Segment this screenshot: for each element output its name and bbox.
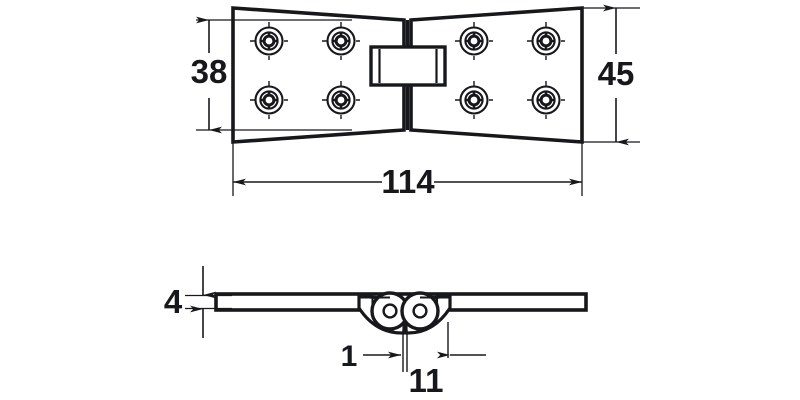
dimension-45-label: 45 bbox=[598, 55, 635, 92]
dimension-11: 11 bbox=[409, 322, 486, 399]
side-view-knuckle-assembly bbox=[357, 291, 452, 335]
pin-hole-right bbox=[412, 303, 428, 319]
pin-hole-left bbox=[382, 303, 398, 319]
top-view bbox=[231, 6, 584, 144]
dimension-4: 4 bbox=[164, 266, 232, 338]
dimension-38: 38 bbox=[191, 16, 352, 134]
dimension-1: 1 bbox=[341, 330, 408, 373]
dimension-38-label: 38 bbox=[191, 53, 228, 90]
dimension-114: 114 bbox=[232, 138, 583, 200]
dimension-45: 45 bbox=[575, 4, 640, 146]
dimension-1-label: 1 bbox=[341, 340, 358, 373]
dimension-11-label: 11 bbox=[409, 362, 444, 399]
dimension-114-label: 114 bbox=[381, 163, 435, 200]
dimension-4-label: 4 bbox=[164, 283, 183, 320]
side-view bbox=[214, 291, 588, 335]
center-knuckle-rectangle bbox=[369, 20, 447, 130]
